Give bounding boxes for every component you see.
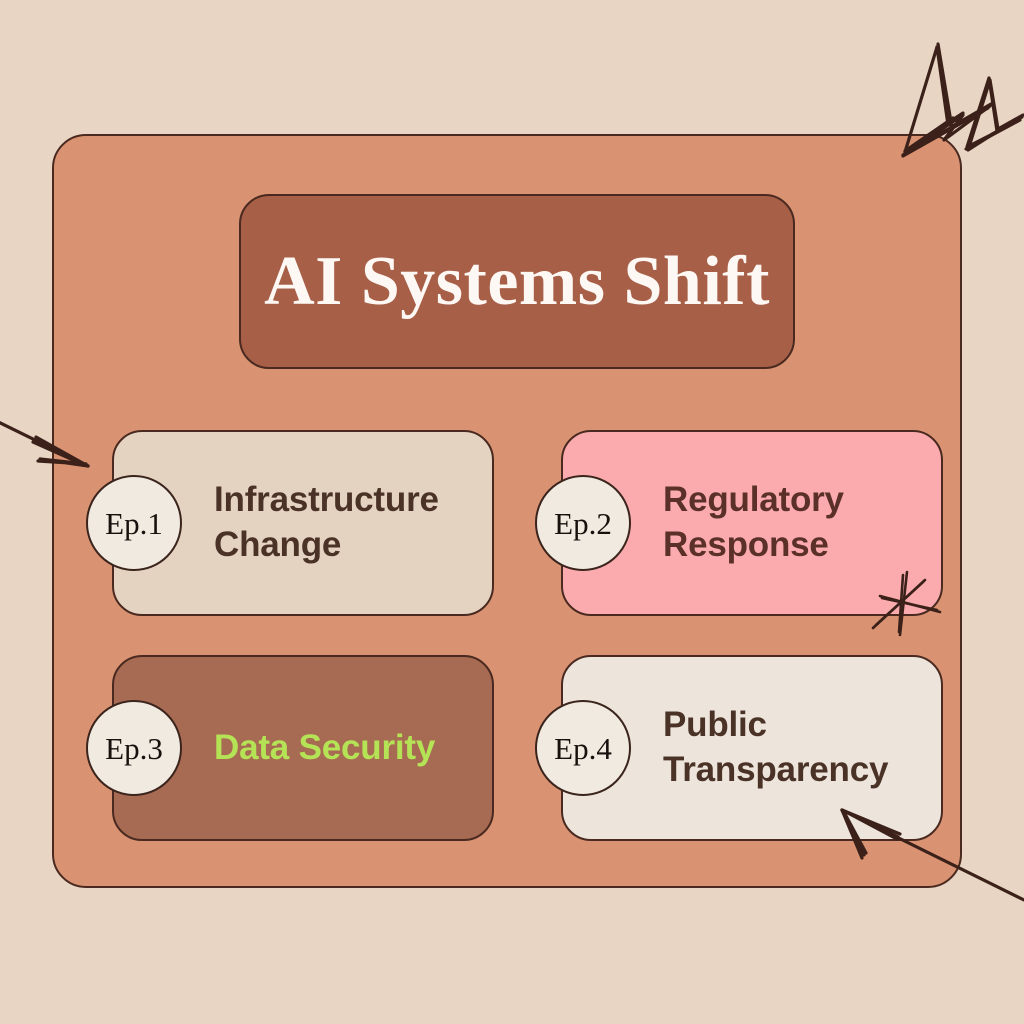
page-title: AI Systems Shift xyxy=(264,242,770,320)
card-label-episode-3: Data Security xyxy=(214,727,436,767)
star-doodle-small xyxy=(964,76,1024,152)
badge-label-episode-1: Ep.1 xyxy=(105,505,163,541)
badge-label-episode-4: Ep.4 xyxy=(554,730,612,766)
card-label-episode-4: Public Transparency xyxy=(663,705,889,789)
badge-label-episode-3: Ep.3 xyxy=(105,730,163,766)
badge-episode-3[interactable]: Ep.3 xyxy=(86,700,182,796)
main-panel: AI Systems Shift Infrastructure Change R… xyxy=(52,134,962,888)
card-label-episode-1: Infrastructure Change xyxy=(214,480,439,564)
card-label-episode-2: Regulatory Response xyxy=(663,480,844,564)
badge-episode-4[interactable]: Ep.4 xyxy=(535,700,631,796)
badge-episode-2[interactable]: Ep.2 xyxy=(535,475,631,571)
badge-episode-1[interactable]: Ep.1 xyxy=(86,475,182,571)
title-box: AI Systems Shift xyxy=(239,194,795,369)
badge-label-episode-2: Ep.2 xyxy=(554,505,612,541)
